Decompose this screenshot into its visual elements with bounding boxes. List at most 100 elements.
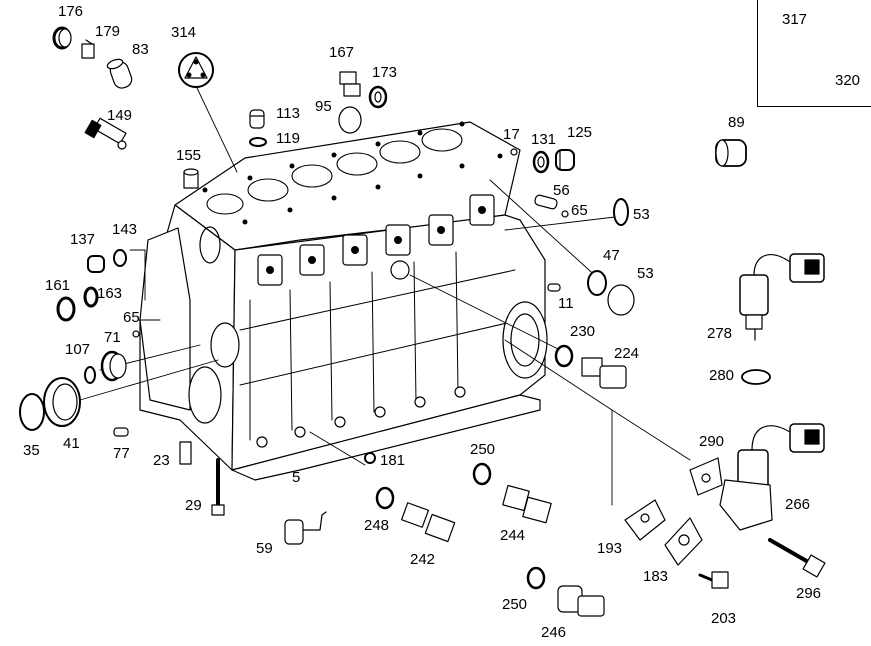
callout-244[interactable]: 244 [500, 527, 526, 544]
part-107[interactable] [84, 366, 96, 384]
part-161[interactable] [56, 296, 76, 322]
part-47[interactable] [587, 270, 607, 296]
callout-163[interactable]: 163 [97, 285, 123, 302]
callout-224[interactable]: 224 [614, 345, 640, 362]
part-176[interactable] [52, 26, 72, 50]
part-149[interactable] [84, 117, 127, 150]
part-77[interactable] [113, 427, 129, 437]
part-23[interactable] [179, 441, 192, 465]
callout-250[interactable]: 250 [470, 441, 496, 458]
callout-47[interactable]: 47 [603, 247, 620, 264]
callout-5[interactable]: 5 [292, 469, 301, 486]
part-95[interactable] [338, 106, 362, 134]
callout-193[interactable]: 193 [597, 540, 623, 557]
callout-29[interactable]: 29 [185, 497, 202, 514]
callout-95[interactable]: 95 [315, 98, 332, 115]
part-280[interactable] [741, 369, 771, 385]
part-137[interactable] [87, 255, 105, 273]
callout-230[interactable]: 230 [570, 323, 596, 340]
part-41[interactable] [43, 377, 81, 427]
callout-161[interactable]: 161 [45, 277, 71, 294]
part-35[interactable] [19, 393, 45, 431]
part-29[interactable] [211, 458, 225, 516]
callout-242[interactable]: 242 [410, 551, 436, 568]
part-266[interactable] [719, 423, 825, 531]
callout-155[interactable]: 155 [176, 147, 202, 164]
part-193[interactable] [624, 499, 666, 541]
callout-71[interactable]: 71 [104, 329, 121, 346]
callout-11[interactable]: 11 [558, 295, 574, 312]
part-131[interactable] [532, 150, 550, 174]
part-65-lower[interactable] [132, 330, 140, 338]
part-155[interactable] [183, 168, 199, 189]
callout-83[interactable]: 83 [132, 41, 149, 58]
callout-131[interactable]: 131 [531, 131, 557, 148]
part-167[interactable] [339, 71, 361, 97]
callout-107[interactable]: 107 [65, 341, 91, 358]
part-17[interactable] [510, 148, 518, 156]
callout-176[interactable]: 176 [58, 3, 84, 20]
part-143[interactable] [113, 249, 127, 267]
callout-203[interactable]: 203 [711, 610, 737, 627]
part-248[interactable] [375, 486, 395, 510]
callout-59[interactable]: 59 [256, 540, 273, 557]
callout-143[interactable]: 143 [112, 221, 138, 238]
part-53-upper[interactable] [613, 198, 629, 226]
part-65-upper[interactable] [561, 210, 569, 218]
callout-53[interactable]: 53 [633, 206, 650, 223]
callout-53[interactable]: 53 [637, 265, 654, 282]
callout-137[interactable]: 137 [70, 231, 96, 248]
callout-317[interactable]: 317 [782, 11, 808, 28]
part-250-upper[interactable] [472, 462, 492, 486]
part-242[interactable] [400, 502, 456, 543]
callout-280[interactable]: 280 [709, 367, 735, 384]
part-56[interactable] [534, 194, 558, 210]
part-179[interactable] [81, 39, 95, 59]
part-11[interactable] [547, 283, 561, 292]
callout-65[interactable]: 65 [571, 202, 588, 219]
callout-77[interactable]: 77 [113, 445, 130, 462]
callout-278[interactable]: 278 [707, 325, 733, 342]
callout-149[interactable]: 149 [107, 107, 133, 124]
callout-65[interactable]: 65 [123, 309, 140, 326]
part-89[interactable] [715, 139, 747, 167]
callout-23[interactable]: 23 [153, 452, 170, 469]
part-246[interactable] [557, 585, 605, 617]
callout-167[interactable]: 167 [329, 44, 355, 61]
callout-179[interactable]: 179 [95, 23, 121, 40]
callout-35[interactable]: 35 [23, 442, 40, 459]
part-125[interactable] [555, 149, 575, 171]
callout-320[interactable]: 320 [835, 72, 861, 89]
part-83[interactable] [106, 58, 134, 91]
part-59[interactable] [284, 511, 327, 545]
part-203[interactable] [698, 571, 729, 589]
callout-250[interactable]: 250 [502, 596, 528, 613]
callout-248[interactable]: 248 [364, 517, 390, 534]
part-71[interactable] [100, 350, 127, 382]
callout-246[interactable]: 246 [541, 624, 567, 641]
callout-181[interactable]: 181 [380, 452, 406, 469]
callout-89[interactable]: 89 [728, 114, 745, 131]
part-278[interactable] [739, 253, 825, 341]
callout-290[interactable]: 290 [699, 433, 725, 450]
callout-266[interactable]: 266 [785, 496, 811, 513]
callout-113[interactable]: 113 [276, 105, 300, 122]
part-230[interactable] [554, 344, 574, 368]
callout-314[interactable]: 314 [171, 24, 197, 41]
part-163[interactable] [83, 286, 99, 308]
part-224[interactable] [581, 357, 627, 389]
part-290[interactable] [689, 457, 723, 496]
callout-17[interactable]: 17 [503, 126, 520, 143]
part-53-lower[interactable] [607, 284, 635, 316]
part-119[interactable] [249, 137, 267, 147]
callout-183[interactable]: 183 [643, 568, 669, 585]
part-183[interactable] [664, 517, 703, 566]
part-113[interactable] [249, 109, 265, 129]
callout-41[interactable]: 41 [63, 435, 80, 452]
part-314[interactable] [178, 52, 214, 88]
callout-296[interactable]: 296 [796, 585, 822, 602]
part-296[interactable] [768, 538, 826, 578]
engine-block[interactable] [139, 121, 548, 481]
part-250-lower[interactable] [526, 566, 546, 590]
part-244[interactable] [502, 484, 552, 524]
